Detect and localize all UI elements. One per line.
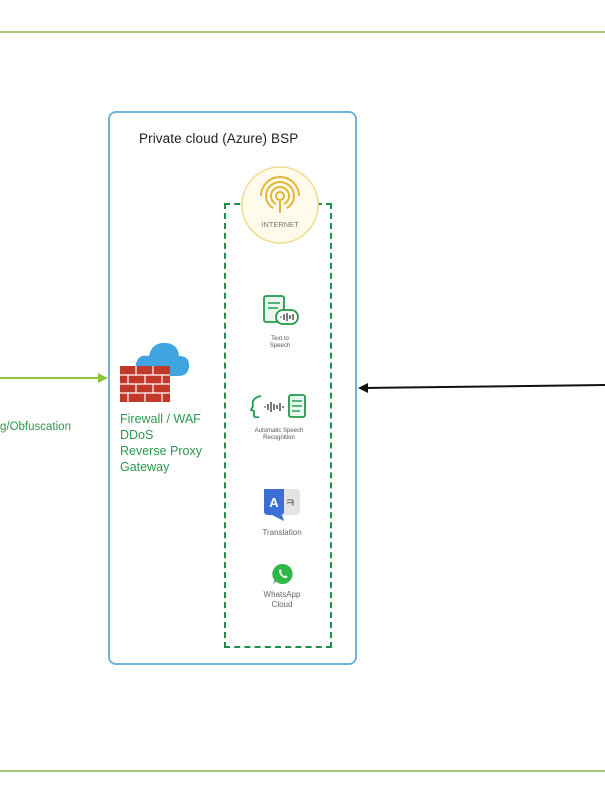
top-divider (0, 31, 605, 33)
firewall-icon (120, 342, 190, 402)
internet-label: INTERNET (261, 220, 299, 229)
whatsapp-label-line1: WhatsApp (263, 590, 301, 599)
tts-label: Text to Speech (258, 336, 302, 350)
asr-label: Automatic Speech Recognition (248, 428, 310, 442)
incoming-arrow-right (358, 383, 605, 393)
gateway-label-firewall: Firewall / WAF (120, 412, 201, 426)
text-to-speech-icon (263, 295, 299, 325)
tts-label-line1: Text to (271, 336, 289, 342)
whatsapp-label-line2: Cloud (271, 600, 293, 609)
tts-label-line2: Speech (269, 343, 291, 349)
obfuscation-label: g/Obfuscation (0, 421, 71, 433)
whatsapp-label: WhatsApp Cloud (252, 590, 312, 610)
svg-text:ㅋ: ㅋ (284, 496, 295, 510)
svg-text:A: A (269, 495, 279, 510)
asr-label-line1: Automatic Speech (254, 428, 304, 434)
cloud-title: Private cloud (Azure) BSP (139, 131, 299, 146)
internet-icon: INTERNET (241, 166, 319, 244)
asr-label-line2: Recognition (263, 435, 295, 441)
translation-icon: ㅋ A (264, 489, 300, 521)
gateway-label-gateway: Gateway (120, 460, 170, 474)
gateway-label-ddos: DDoS (120, 428, 154, 442)
translation-label: Translation (262, 528, 302, 537)
gateway-label-reverse-proxy: Reverse Proxy (120, 444, 202, 458)
incoming-arrow-left (0, 373, 108, 383)
whatsapp-icon (272, 563, 293, 584)
bottom-divider (0, 770, 605, 772)
private-cloud-container (108, 111, 357, 665)
speech-recognition-icon (249, 394, 306, 419)
